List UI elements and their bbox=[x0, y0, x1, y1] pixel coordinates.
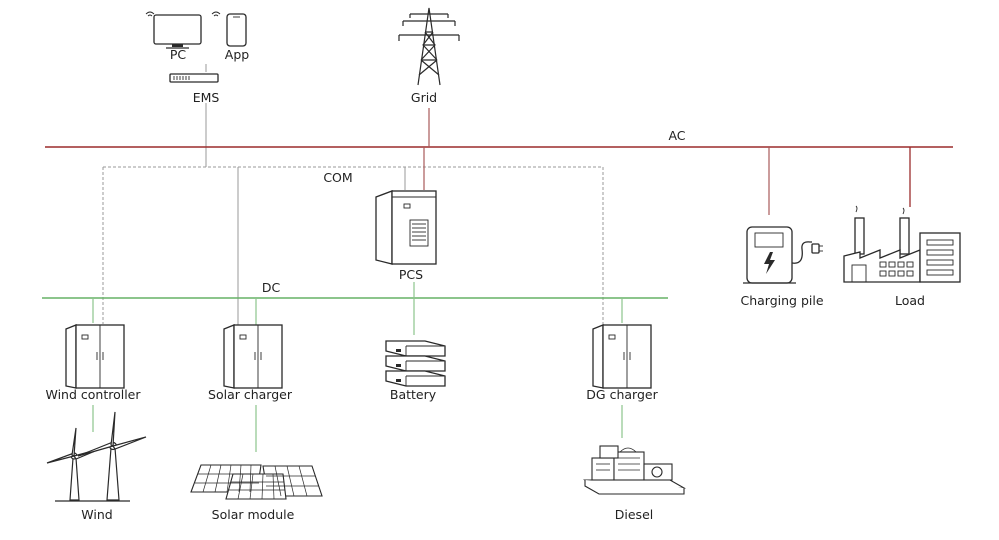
app-phone-icon bbox=[211, 11, 247, 47]
battery-label: Battery bbox=[389, 387, 437, 402]
pcs-cabinet-icon bbox=[375, 190, 437, 265]
ac-bus bbox=[45, 108, 953, 215]
load-factory-icon bbox=[843, 205, 961, 283]
grid-tower-icon bbox=[398, 7, 460, 86]
pcs-label: PCS bbox=[398, 267, 424, 282]
charging-pile-label: Charging pile bbox=[740, 293, 824, 308]
solar-charger-cabinet-icon bbox=[223, 324, 283, 389]
diesel-generator-icon bbox=[582, 445, 687, 495]
wind-controller-label: Wind controller bbox=[45, 387, 141, 402]
com-network bbox=[102, 103, 604, 327]
load-label: Load bbox=[895, 293, 925, 308]
dg-charger-cabinet-icon bbox=[592, 324, 652, 389]
wind-label: Wind bbox=[81, 507, 113, 522]
dg-charger-label: DG charger bbox=[586, 387, 658, 402]
solar-module-icon bbox=[190, 464, 323, 500]
com-label: COM bbox=[323, 170, 353, 185]
solar-charger-label: Solar charger bbox=[208, 387, 292, 402]
ems-label: EMS bbox=[192, 90, 220, 105]
ems-device-icon bbox=[169, 73, 219, 83]
wind-controller-cabinet-icon bbox=[65, 324, 125, 389]
diesel-label: Diesel bbox=[614, 507, 654, 522]
grid-label: Grid bbox=[410, 90, 438, 105]
dc-bus-label: DC bbox=[261, 280, 281, 295]
pc-label: PC bbox=[169, 47, 187, 62]
battery-stack-icon bbox=[385, 340, 446, 387]
charging-pile-icon bbox=[743, 226, 823, 284]
ac-bus-label: AC bbox=[668, 128, 686, 143]
app-label: App bbox=[224, 47, 250, 62]
dc-bus bbox=[42, 282, 668, 452]
wind-turbines-icon bbox=[46, 411, 147, 502]
pc-icon bbox=[145, 11, 202, 49]
solar-module-label: Solar module bbox=[211, 507, 295, 522]
